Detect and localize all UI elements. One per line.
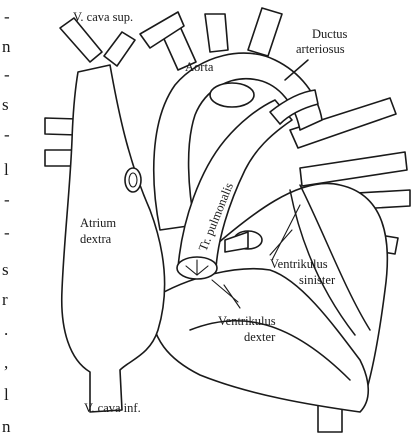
edge-char: l [4,160,9,179]
label-vent-dex-2: dexter [244,330,276,344]
edge-char: - [4,65,10,84]
aorta-lumen [210,83,254,107]
edge-char: - [4,190,10,209]
edge-char: r [2,290,8,309]
edge-char: , [4,353,8,372]
label-vent-sin-2: sinister [299,273,336,287]
label-atrium-2: dextra [80,232,112,246]
label-ductus-2: arteriosus [296,42,345,56]
edge-char: s [2,260,9,279]
edge-char: - [4,125,10,144]
label-vent-sin-1: Ventrikulus [270,257,328,271]
label-ductus-1: Ductus [312,27,348,41]
label-atrium-1: Atrium [80,216,116,230]
edge-char: - [4,7,10,26]
label-v-cava-inf: V. cava inf. [84,401,141,415]
edge-char: - [4,223,10,242]
edge-char: n [2,37,11,56]
label-vent-dex-1: Ventrikulus [218,314,276,328]
edge-char: . [4,320,8,339]
edge-char: n [2,417,11,436]
label-v-cava-sup: V. cava sup. [73,10,133,24]
label-aorta: Aorta [185,60,214,74]
superior-vena-cava [60,18,135,66]
cropped-text-column: - n - s - l - - s r . , l n [2,7,11,436]
edge-char: s [2,95,9,114]
edge-char: l [4,385,9,404]
fossa-ovalis [125,168,141,192]
atrium-dextra [62,65,165,412]
